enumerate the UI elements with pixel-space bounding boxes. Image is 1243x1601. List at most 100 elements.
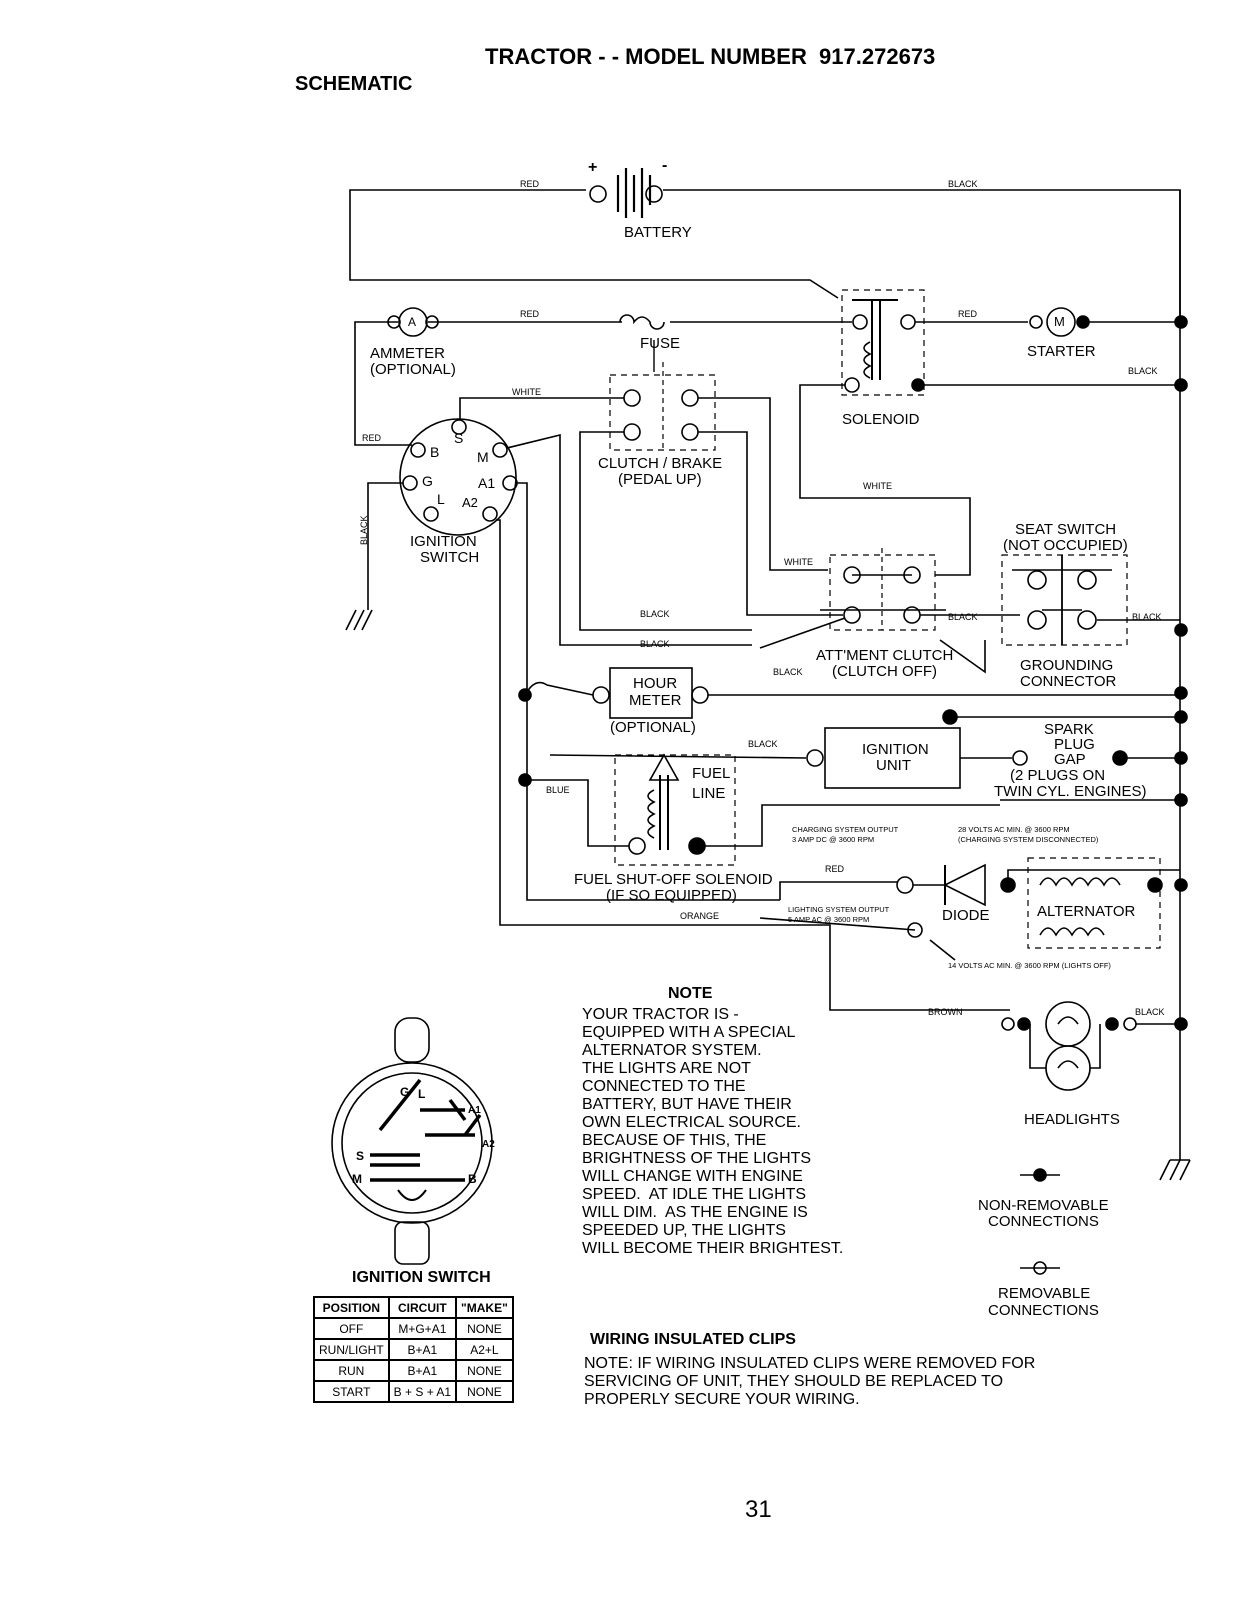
wire-label-black: BLACK: [1135, 1007, 1165, 1017]
spark-label: SPARK: [1044, 721, 1094, 738]
table-cell: NONE: [455, 1317, 514, 1340]
clutch-brake-switch: [609, 362, 716, 451]
diode-label: DIODE: [942, 907, 990, 924]
fuel-solenoid-label: FUEL SHUT-OFF SOLENOID: [574, 871, 773, 888]
fuse-symbol: [619, 314, 665, 330]
headlights-symbol: [1001, 1001, 1137, 1091]
table-cell: B+A1: [387, 1359, 458, 1382]
wire-label-red: RED: [520, 179, 540, 189]
pedal-up-label: (PEDAL UP): [618, 471, 702, 488]
solenoid-label: SOLENOID: [842, 411, 920, 428]
note-line: WILL CHANGE WITH ENGINE: [582, 1168, 803, 1185]
note-line: BRIGHTNESS OF THE LIGHTS: [582, 1150, 812, 1167]
wire-label-white: WHITE: [863, 481, 892, 491]
table-header: POSITION: [313, 1296, 390, 1319]
table-cell: M+G+A1: [387, 1317, 458, 1340]
legend-non-removable-2: CONNECTIONS: [988, 1213, 1099, 1230]
table-cell: START: [313, 1380, 390, 1403]
note-title: NOTE: [668, 985, 713, 1002]
wire-label-red: RED: [362, 433, 382, 443]
wire-label-black: BLACK: [640, 639, 670, 649]
switch-letter-a2: A2: [482, 1139, 495, 1150]
table-cell: NONE: [455, 1380, 514, 1403]
wire-battery-red: [349, 189, 839, 299]
note-line: CONNECTED TO THE: [582, 1078, 746, 1095]
ignition-switch-symbol: [399, 418, 518, 536]
wire-label-black: BLACK: [640, 609, 670, 619]
wire-label-black: BLACK: [1128, 366, 1158, 376]
grounding-label: GROUNDING: [1020, 657, 1114, 674]
wire-label-red: RED: [958, 309, 978, 319]
lighting-output: LIGHTING SYSTEM OUTPUT: [788, 905, 890, 914]
table-cell: RUN/LIGHT: [313, 1338, 390, 1361]
gap-label: GAP: [1054, 751, 1086, 768]
meter-label: METER: [629, 692, 682, 709]
starter-letter: M: [1054, 314, 1065, 329]
seat-switch: [1001, 554, 1128, 646]
wire-ign-m: [506, 433, 752, 646]
wire-battery-black: [663, 189, 1181, 320]
page-number: 31: [745, 1496, 772, 1523]
twin-cyl-label: TWIN CYL. ENGINES): [994, 783, 1147, 800]
if-equipped-label: (IF SO EQUIPPED): [606, 887, 737, 904]
ignition-switch-detail: [331, 1017, 493, 1265]
clutch-brake-label: CLUTCH / BRAKE: [598, 455, 723, 472]
rail-dots: [1174, 315, 1188, 1031]
lighting-output-value: 5 AMP AC @ 3600 RPM: [788, 915, 870, 924]
note-body: YOUR TRACTOR IS - EQUIPPED WITH A SPECIA…: [582, 1006, 843, 1258]
note-line: WILL BECOME THEIR BRIGHTEST.: [582, 1240, 844, 1257]
switch-letter-m: M: [352, 1172, 362, 1186]
ammeter-label: AMMETER: [370, 345, 445, 362]
battery-symbol: [589, 168, 663, 218]
charging-output-value: 3 AMP DC @ 3600 RPM: [792, 835, 875, 844]
plug-label: PLUG: [1054, 736, 1095, 753]
hour-meter-optional: (OPTIONAL): [610, 719, 696, 736]
note-line: SPEEDED UP, THE LIGHTS: [582, 1222, 786, 1239]
wire-label-orange: ORANGE: [680, 911, 720, 921]
terminal-m: M: [477, 449, 489, 465]
solenoid-symbol: [841, 289, 925, 396]
table-cell: OFF: [313, 1317, 390, 1340]
volts-28-note: (CHARGING SYSTEM DISCONNECTED): [958, 835, 1099, 844]
wire-label-black: BLACK: [359, 515, 369, 545]
note-line: OWN ELECTRICAL SOURCE.: [582, 1114, 801, 1131]
table-cell: NONE: [455, 1359, 514, 1382]
table-header-row: POSITION CIRCUIT "MAKE": [313, 1296, 514, 1319]
legend-removable-2: CONNECTIONS: [988, 1302, 1099, 1319]
starter-label: STARTER: [1027, 343, 1096, 360]
wire-label-red: RED: [520, 309, 540, 319]
note-line: WILL DIM. AS THE ENGINE IS: [582, 1204, 808, 1221]
note-line: BECAUSE OF THIS, THE: [582, 1132, 767, 1149]
diode-symbol: [943, 863, 986, 907]
wire-label-blue: BLUE: [546, 785, 570, 795]
wire-label-black: BLACK: [773, 667, 803, 677]
battery-plus: +: [588, 159, 598, 176]
table-cell: A2+L: [455, 1338, 514, 1361]
table-cell: RUN: [313, 1359, 390, 1382]
hour-meter-label: HOUR: [633, 675, 678, 692]
attachment-clutch-switch: [820, 548, 946, 631]
switch-letter-b: B: [468, 1172, 477, 1186]
terminal-s: S: [454, 430, 464, 446]
wire-label-black: BLACK: [948, 179, 978, 189]
terminal-g: G: [422, 473, 433, 489]
ignition-unit-label: IGNITION: [862, 741, 929, 758]
wire-ign-g-ground: [367, 482, 403, 610]
wire-label-black: BLACK: [1132, 612, 1162, 622]
wire-label-red: RED: [825, 864, 845, 874]
note-line: BATTERY, BUT HAVE THEIR: [582, 1096, 792, 1113]
connector-label: CONNECTOR: [1020, 673, 1117, 690]
wire-label-brown: BROWN: [928, 1007, 963, 1017]
note-line: THE LIGHTS ARE NOT: [582, 1060, 751, 1077]
ignition-table-title: IGNITION SWITCH: [352, 1269, 491, 1286]
wire-white-clutch: [459, 397, 624, 420]
wire-label-white: WHITE: [784, 557, 813, 567]
battery-minus: -: [662, 157, 668, 174]
switch-letter-s: S: [356, 1149, 365, 1163]
table-row: OFF M+G+A1 NONE: [313, 1317, 514, 1340]
note-line: ALTERNATOR SYSTEM.: [582, 1042, 762, 1059]
table-header: CIRCUIT: [387, 1296, 458, 1319]
note-line: SPEED. AT IDLE THE LIGHTS: [582, 1186, 807, 1203]
